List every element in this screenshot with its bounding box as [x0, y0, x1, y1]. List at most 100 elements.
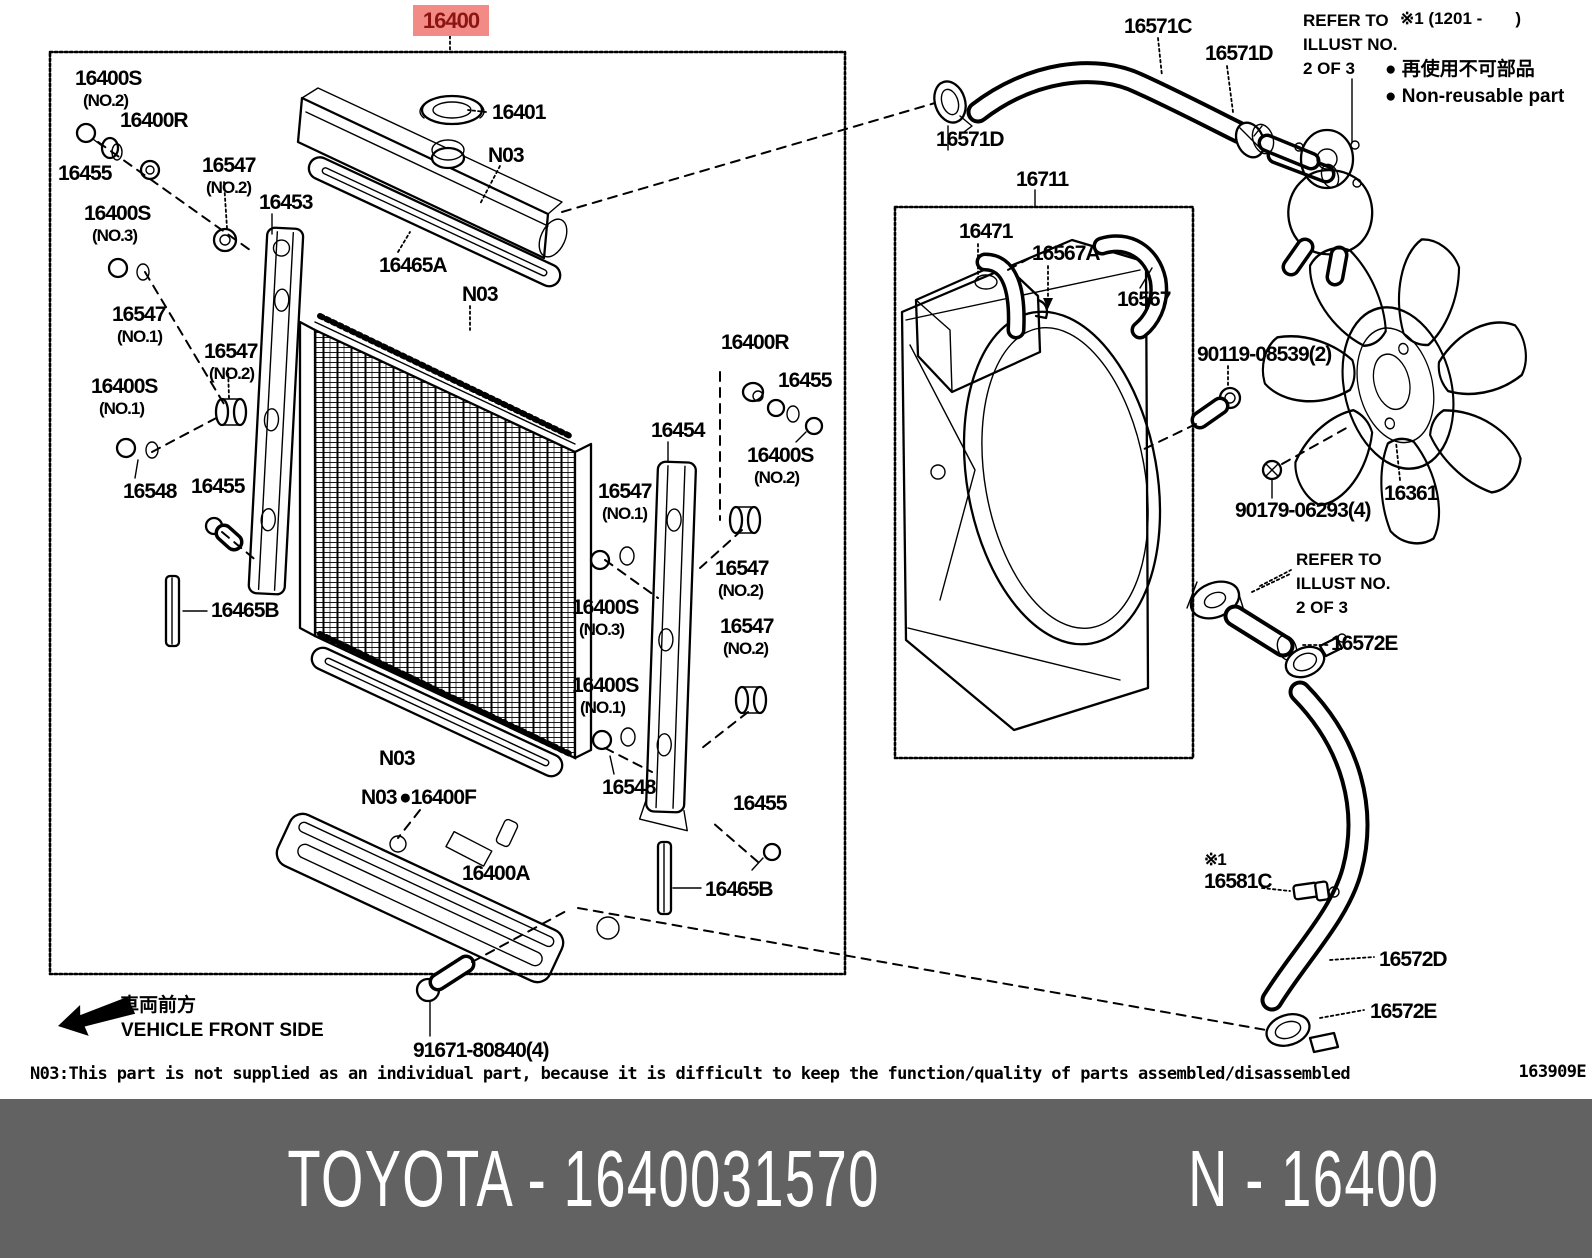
bracket-left-art	[247, 226, 305, 596]
part-label: 16547	[715, 557, 769, 580]
banner-group-number: N - 16400	[1188, 1133, 1440, 1223]
part-label: 16547	[720, 615, 774, 638]
part-label: 16454	[651, 419, 705, 442]
part-label: ●16400F	[399, 786, 477, 809]
part-label: 16465B	[705, 878, 774, 901]
part-label: 2 OF 3	[1303, 59, 1355, 78]
part-label: 16571D	[936, 128, 1005, 151]
part-label: 16571D	[1205, 42, 1274, 65]
part-label: 16400S	[91, 375, 158, 398]
part-label: 90179-06293(4)	[1235, 499, 1371, 522]
part-label: 16400S	[84, 202, 151, 225]
bracket-right-art	[638, 460, 697, 832]
lower-hose-art	[1260, 680, 1375, 1012]
part-label: 2 OF 3	[1296, 598, 1348, 617]
part-label: VEHICLE FRONT SIDE	[121, 1020, 324, 1041]
part-label: ● 再使用不可部品	[1385, 59, 1535, 80]
upper-seal-art	[307, 156, 562, 288]
part-label: 16548	[123, 480, 177, 503]
shroud-box	[893, 205, 1195, 760]
part-label: 16572E	[1331, 632, 1398, 655]
part-label: REFER TO	[1296, 550, 1382, 569]
part-label: 16567	[1117, 288, 1171, 311]
thermostat-outlet-art	[1251, 78, 1374, 287]
part-label: N03	[488, 144, 525, 167]
part-label: ILLUST NO.	[1296, 574, 1391, 593]
part-label: 16400S	[572, 674, 639, 697]
part-label: ※1 (1201 - )	[1400, 9, 1522, 28]
part-label: 16455	[58, 162, 112, 185]
diagram-code: 163909E	[1518, 1062, 1587, 1082]
clamp-16572e-bottom-art	[1265, 1009, 1365, 1054]
part-label: 16571C	[1124, 15, 1193, 38]
lower-tank-art	[275, 812, 620, 984]
part-label: 16400R	[721, 331, 790, 354]
part-label: 16400A	[462, 862, 531, 885]
part-label: 16711	[1016, 168, 1069, 191]
part-label: 16581C	[1204, 870, 1273, 893]
part-label: REFER TO	[1303, 11, 1389, 30]
part-label: 16547	[112, 303, 166, 326]
part-label: 16400S	[747, 444, 814, 467]
banner-part-number: TOYOTA - 1640031570	[287, 1133, 881, 1223]
highlighted-part-number: 16400	[413, 5, 489, 36]
part-label: N03	[462, 283, 499, 306]
part-label: (NO.2)	[83, 91, 129, 110]
part-label: N03	[379, 747, 416, 770]
part-label: 16572E	[1370, 1000, 1437, 1023]
part-label: 16400R	[120, 109, 189, 132]
part-label: 16400S	[75, 67, 142, 90]
part-label: ● Non-reusable part	[1385, 86, 1565, 107]
part-label: 16465A	[379, 254, 448, 277]
shroud-bolt-art	[1141, 365, 1351, 499]
part-label: 車両前方	[120, 995, 197, 1016]
part-label: 16400S	[572, 596, 639, 619]
part-label: 16455	[778, 369, 832, 392]
part-label: 16547	[204, 340, 258, 363]
part-label: (NO.2)	[723, 639, 769, 658]
label-leaders	[134, 109, 702, 1037]
part-label: 16361	[1384, 482, 1438, 505]
part-label: ※1	[1204, 850, 1227, 869]
part-label: 16548	[602, 776, 656, 799]
part-label: 16547	[598, 480, 652, 503]
part-label: 16547	[202, 154, 256, 177]
part-label: N03	[361, 786, 398, 809]
part-label: (NO.1)	[117, 327, 163, 346]
part-label: 16455	[733, 792, 787, 815]
radiator-core-art	[298, 313, 593, 760]
diagram-art	[48, 35, 1527, 1054]
clamp-16572e-top-art	[1251, 573, 1347, 679]
sensor-16581c-art	[1261, 880, 1340, 902]
part-label: 16465B	[211, 599, 280, 622]
footnote-text: N03:This part is not supplied as an indi…	[30, 1064, 1351, 1084]
part-label: (NO.3)	[579, 620, 625, 639]
part-label: 91671-80840(4)	[413, 1039, 549, 1062]
part-label: (NO.2)	[206, 178, 252, 197]
part-label: (NO.3)	[92, 226, 138, 245]
part-label: 16453	[259, 191, 313, 214]
part-label: (NO.2)	[754, 468, 800, 487]
fan-art	[1261, 238, 1527, 545]
part-label: (NO.1)	[99, 399, 145, 418]
part-label: 16567A	[1032, 242, 1101, 265]
part-label: 16471	[959, 220, 1013, 243]
part-label: (NO.2)	[209, 364, 255, 383]
vehicle-front-arrow-icon	[58, 996, 136, 1036]
fan-shroud-art	[900, 234, 1169, 732]
top-tank-art	[296, 87, 568, 260]
part-label: ILLUST NO.	[1303, 35, 1398, 54]
dashed-leaders	[97, 102, 1267, 1031]
lower-seal-art	[310, 646, 564, 778]
part-label: (NO.2)	[718, 581, 764, 600]
fasteners-center	[415, 381, 824, 1003]
part-label: 90119-08539(2)	[1197, 343, 1332, 366]
part-label: 16401	[492, 101, 546, 124]
part-label: (NO.1)	[580, 698, 626, 717]
part-banner: TOYOTA - 1640031570 N - 16400	[0, 1099, 1592, 1258]
water-inlet-art	[1186, 569, 1298, 662]
part-label: (NO.1)	[602, 504, 648, 523]
part-label: 16455	[191, 475, 245, 498]
